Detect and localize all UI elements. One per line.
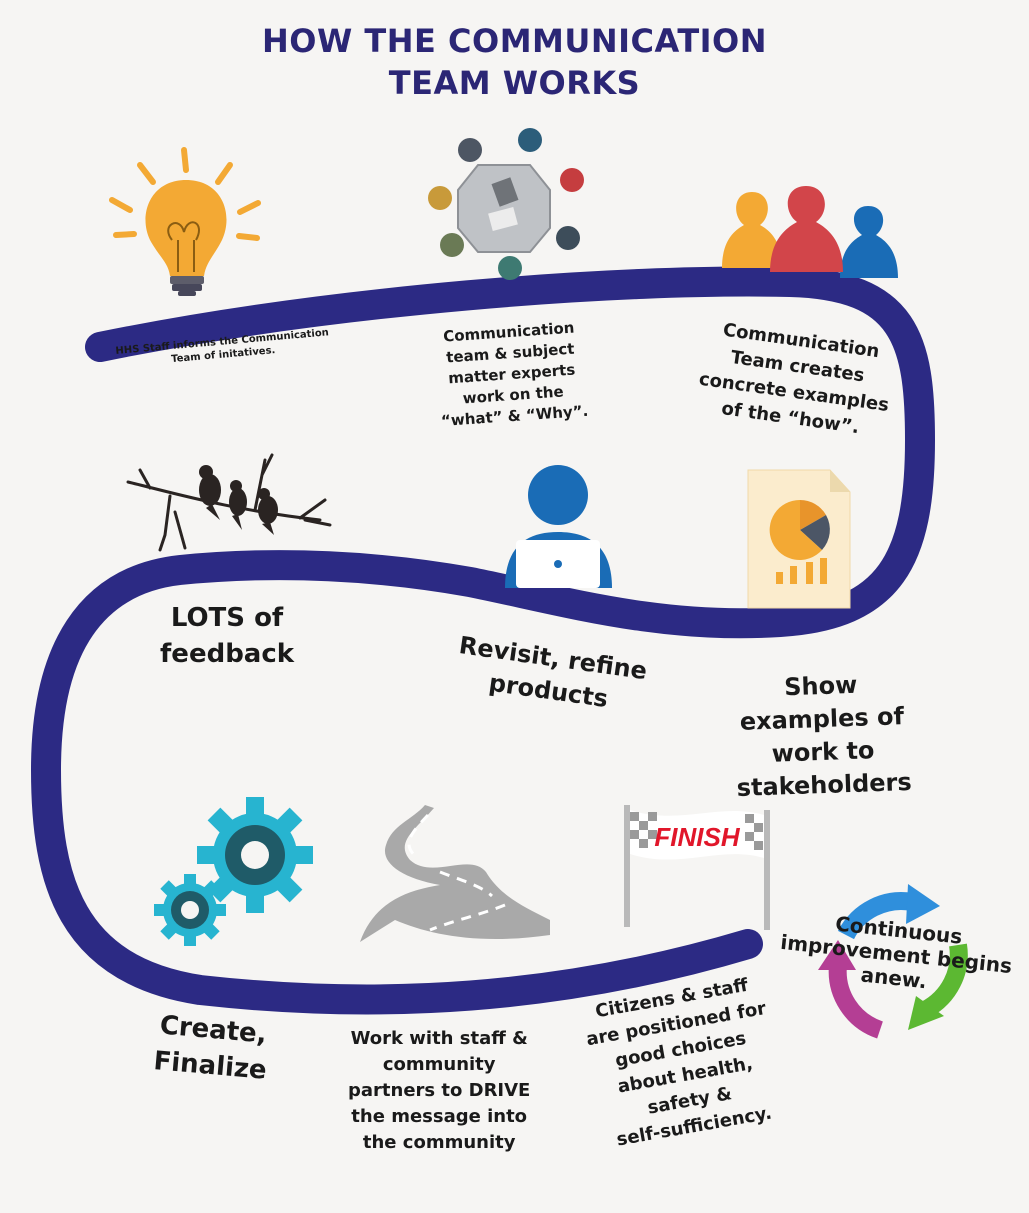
report-document-icon: [747, 469, 851, 609]
page-title: HOW THE COMMUNICATION TEAM WORKS: [0, 20, 1029, 104]
meeting-table-icon: [428, 128, 584, 280]
step-6-label: LOTS of feedback: [160, 600, 294, 672]
step-9-label: Citizens & staff are positioned for good…: [580, 970, 786, 1155]
person-laptop-icon: [505, 465, 612, 588]
step-6-line-2: feedback: [160, 639, 295, 669]
step-4-line-2: examples of: [739, 702, 905, 736]
step-8-label: Work with staff & community partners to …: [348, 1026, 530, 1156]
title-line-1: HOW THE COMMUNICATION: [261, 22, 768, 60]
finish-flag-icon: [624, 805, 770, 930]
people-silhouettes-icon: [722, 186, 898, 278]
finish-flag-text: FINISH: [654, 822, 740, 852]
winding-road-icon: [360, 805, 550, 942]
lightbulb-icon: [109, 147, 261, 296]
step-8-line-3: partners to DRIVE: [348, 1080, 531, 1101]
winding-path: [30, 266, 936, 1015]
cycle-arrows-icon: [818, 884, 968, 1039]
gears-icon: [154, 797, 313, 946]
step-6-line-1: LOTS of: [170, 603, 284, 633]
title-line-2: TEAM WORKS: [388, 64, 641, 102]
step-7-label: Create, Finalize: [152, 1007, 271, 1089]
birds-on-branch-icon: [126, 453, 332, 552]
step-4-line-4: stakeholders: [736, 767, 913, 803]
step-4-label: Show examples of work to stakeholders: [733, 667, 912, 805]
step-8-line-5: the community: [362, 1132, 516, 1153]
step-8-line-1: Work with staff &: [350, 1028, 528, 1049]
step-2-label: Communication team & subject matter expe…: [435, 317, 589, 432]
step-8-line-4: the message into: [351, 1106, 528, 1127]
step-8-line-2: community: [382, 1054, 496, 1075]
